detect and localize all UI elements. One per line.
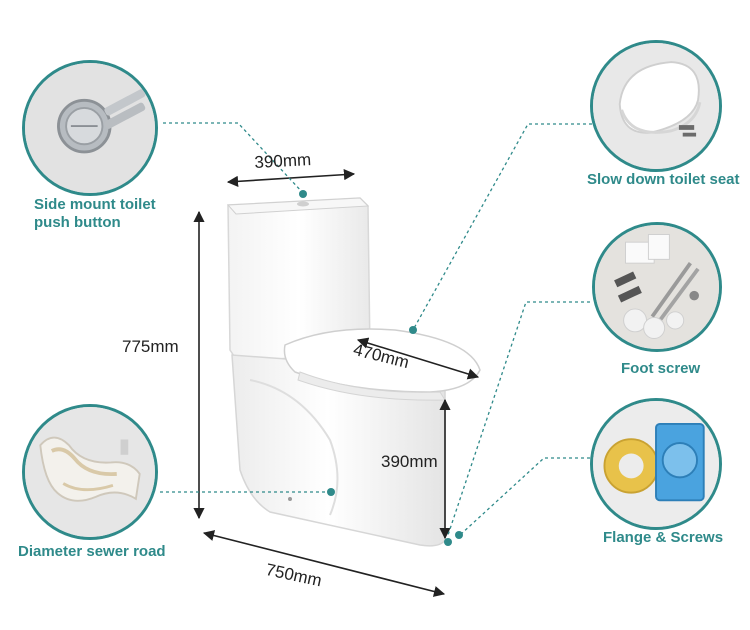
push-button-label-line1: Side mount toilet bbox=[34, 196, 156, 213]
callout-leaders bbox=[160, 122, 592, 536]
push-button-label-line2: push button bbox=[34, 214, 121, 231]
push-button-label: Side mount toilet push button bbox=[34, 196, 156, 232]
bowl-height-label: 390mm bbox=[381, 452, 438, 471]
toilet-seat-label: Slow down toilet seat bbox=[587, 171, 740, 188]
flange-photo bbox=[590, 398, 722, 530]
height-label: 775mm bbox=[122, 337, 179, 356]
toilet-seat-photo bbox=[590, 40, 722, 172]
callout-dots bbox=[299, 190, 463, 546]
sewer-photo bbox=[22, 404, 158, 540]
foot-screw-label: Foot screw bbox=[621, 360, 701, 377]
dimension-lines bbox=[193, 169, 480, 597]
foot-screw-photo bbox=[592, 222, 722, 352]
push-button-photo bbox=[22, 60, 158, 196]
tank-width-label: 390mm bbox=[254, 150, 312, 172]
flange-label: Flange & Screws bbox=[603, 529, 724, 546]
sewer-label: Diameter sewer road bbox=[18, 543, 166, 560]
toilet-image bbox=[226, 197, 481, 547]
